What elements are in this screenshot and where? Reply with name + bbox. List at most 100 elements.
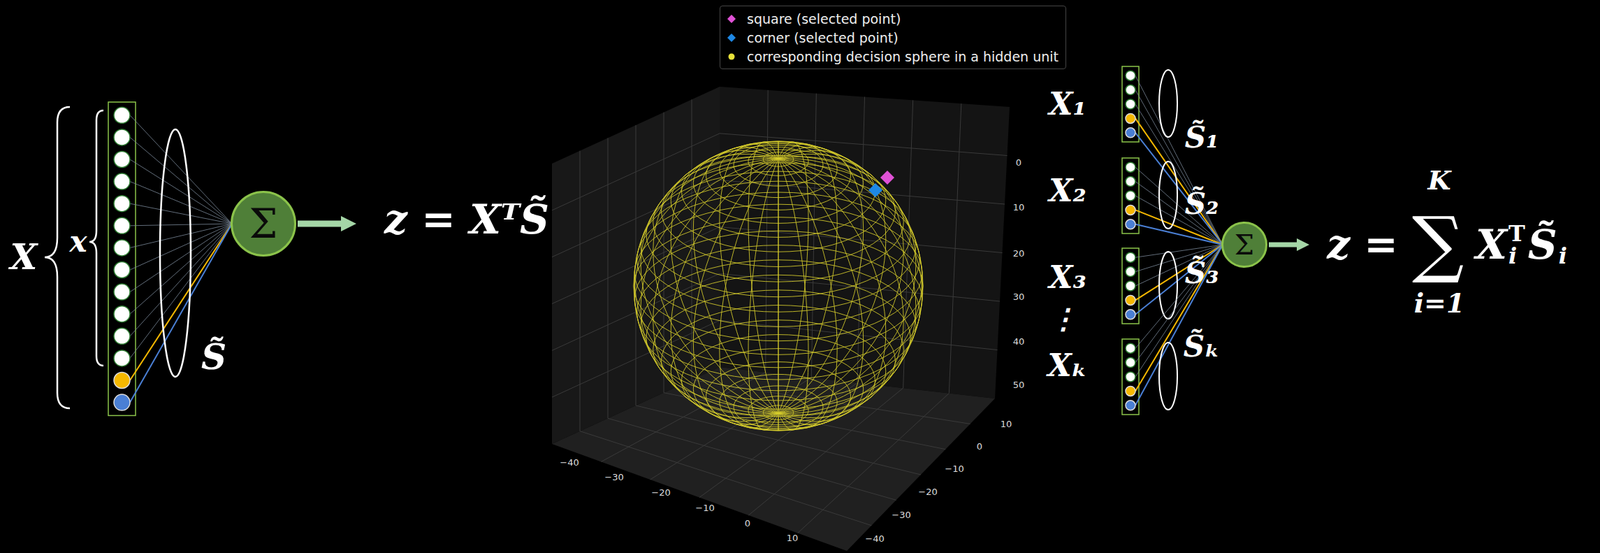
sum-sign: ∑ — [1412, 206, 1464, 280]
input-unit — [113, 306, 130, 323]
axis-tick: 0 — [1015, 157, 1022, 167]
longitude-line — [778, 153, 904, 413]
legend-row: corner (selected point) — [725, 27, 1059, 47]
weight-label: S̃₁ — [1184, 122, 1220, 153]
weight-line — [129, 136, 232, 224]
longitude-line — [640, 156, 779, 413]
right-network — [1122, 66, 1223, 415]
sum-limit: K — [1427, 166, 1451, 194]
weight-line — [129, 223, 232, 381]
block-label: X₂ — [1048, 175, 1086, 207]
subscript: i — [1508, 244, 1526, 267]
input-unit — [113, 394, 130, 411]
input-unit — [1125, 266, 1136, 277]
weight-label: S̃ₖ — [1183, 331, 1220, 362]
legend-text: square (selected point) — [746, 11, 901, 27]
formula-group: XTiS̃i — [1475, 222, 1568, 267]
pane-floor — [551, 366, 995, 551]
longitude-line — [640, 158, 779, 416]
block-label: X₁ — [1048, 88, 1086, 120]
longitude-line — [778, 141, 780, 413]
swatch-shape — [727, 33, 736, 42]
weight-line — [1135, 75, 1223, 245]
input-unit — [113, 262, 130, 279]
axis-tick: 40 — [1013, 336, 1025, 346]
longitude-line — [778, 158, 923, 414]
weight-line — [1135, 244, 1223, 363]
axis-tick: 10 — [786, 533, 799, 543]
block-label: X₃ — [1048, 262, 1086, 293]
formula-part: S̃ — [1528, 224, 1558, 265]
input-column — [1122, 157, 1139, 234]
input-unit — [113, 129, 130, 146]
plot-grid — [551, 90, 1008, 534]
input-unit — [1125, 385, 1136, 396]
input-column — [1122, 248, 1139, 324]
grid-line — [719, 180, 1005, 205]
input-unit — [113, 327, 130, 344]
input-unit — [113, 173, 130, 190]
weight-line — [1135, 244, 1223, 391]
weight-line — [129, 203, 232, 224]
sum-node: Σ — [230, 190, 297, 257]
legend-text: corresponding decision sphere in a hidde… — [746, 48, 1059, 65]
longitude-line — [670, 150, 779, 413]
legend-swatch — [725, 51, 738, 63]
longitude-line — [778, 156, 916, 413]
axis-tick: −10 — [944, 463, 964, 474]
left-network — [108, 102, 232, 416]
legend-swatch — [725, 13, 738, 25]
weight-line — [1135, 104, 1223, 245]
longitude-line — [634, 158, 779, 414]
grid-line — [551, 227, 720, 304]
longitude-line — [719, 158, 779, 428]
axis-tick: 0 — [976, 441, 983, 451]
input-unit — [1125, 85, 1136, 96]
weight-line — [129, 181, 232, 224]
weight-ellipse — [1159, 342, 1178, 410]
longitude-line — [778, 158, 923, 414]
weight-line — [1135, 244, 1223, 377]
weight-line — [129, 223, 232, 293]
legend-swatch — [725, 32, 738, 44]
plot-panes — [551, 86, 1010, 551]
swatch-shape — [728, 53, 736, 60]
legend: square (selected point) corner (selected … — [719, 5, 1067, 70]
input-unit — [113, 372, 130, 389]
ellipsis: ⋮ — [1049, 304, 1078, 333]
grid-line — [748, 387, 903, 515]
input-unit — [113, 239, 130, 256]
sum-symbol: Σ — [248, 203, 278, 244]
legend-text: corner (selected point) — [746, 30, 899, 46]
longitude-line — [778, 143, 838, 413]
pane-right — [719, 86, 1010, 399]
longitude-line — [634, 158, 779, 414]
axis-tick: 20 — [1013, 248, 1025, 258]
input-unit — [1125, 176, 1136, 187]
formula: z = XᵀS̃ — [384, 199, 550, 240]
input-unit — [1125, 400, 1136, 411]
axis-tick: 50 — [1013, 380, 1025, 390]
square-point — [880, 170, 895, 185]
arrow-head — [1296, 238, 1310, 251]
axis-tick: 10 — [1000, 419, 1013, 429]
input-unit — [1125, 99, 1136, 109]
axis-tick: −20 — [918, 486, 937, 497]
weight-line — [129, 115, 232, 224]
axis-tick: −30 — [891, 510, 911, 520]
grid-line — [551, 180, 720, 258]
input-unit — [1125, 252, 1136, 263]
formula-part: z = — [1326, 224, 1399, 265]
longitude-line — [653, 158, 779, 418]
sphere-outline — [633, 141, 923, 431]
axis-tick: 30 — [1013, 292, 1025, 302]
input-unit — [1125, 219, 1136, 230]
weight-line — [129, 159, 232, 224]
input-column — [108, 102, 136, 416]
weight-ellipse — [1159, 251, 1178, 319]
longitude-line — [778, 158, 916, 416]
input-unit — [1125, 162, 1136, 172]
grid-line — [650, 377, 812, 480]
